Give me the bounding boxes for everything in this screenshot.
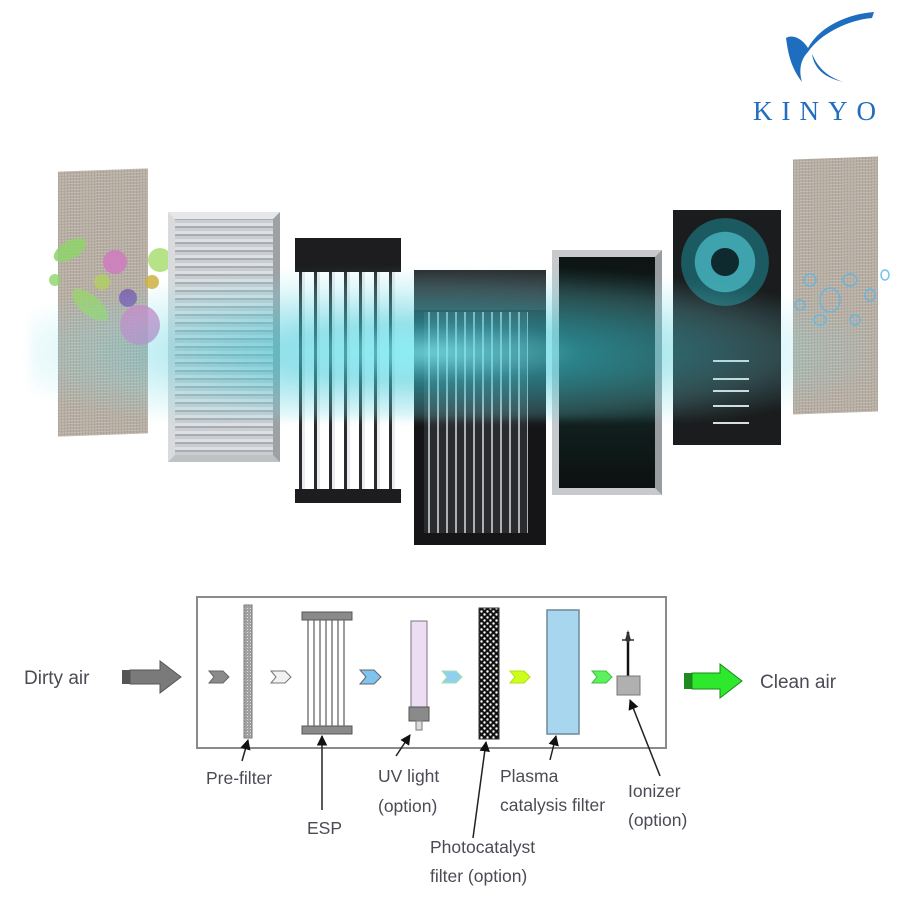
fan-icon (681, 218, 769, 306)
photocatalyst-panel (552, 250, 662, 495)
uv-light-label-line2: (option) (378, 796, 438, 816)
esp-shape (301, 611, 353, 735)
pre-filter-shape (243, 604, 253, 739)
chevron-5-icon (508, 670, 531, 684)
chevron-4-icon (440, 670, 463, 684)
chevron-2-icon (269, 670, 292, 684)
uv-lamp-module-panel (414, 270, 546, 545)
ionizer-shape (616, 630, 641, 696)
filter-stages-photo (0, 150, 899, 560)
ionizer-label-line1: Ionizer (628, 781, 681, 801)
uv-light-label-line1: UV light (378, 766, 440, 786)
plasma-label-line1: Plasma (500, 766, 559, 786)
uv-lamp-shape (408, 620, 430, 731)
metal-frame-filter-panel (168, 212, 280, 462)
photocatalyst-label-line2: filter (option) (430, 866, 528, 886)
esp-label: ESP (307, 818, 343, 838)
photocatalyst-label-line1: Photocatalyst (430, 837, 536, 857)
kinyo-logo: KINYO (748, 8, 890, 128)
ion-bubbles-icon (794, 269, 890, 326)
pre-filter-label: Pre-filter (206, 768, 273, 788)
photocatalyst-filter-shape (478, 607, 500, 740)
plasma-catalysis-filter-shape (546, 609, 580, 735)
ionizer-leader (628, 699, 661, 777)
plasma-leader (548, 734, 559, 761)
brand-name: KINYO (753, 96, 885, 126)
inlet-arrow-icon (122, 659, 182, 695)
fan-unit-panel (673, 210, 781, 445)
pre-filter-leader (240, 738, 251, 762)
dirty-air-label: Dirty air (24, 668, 90, 689)
plasma-label-line2: catalysis filter (500, 795, 606, 815)
clean-air-label: Clean air (760, 672, 837, 693)
purification-process-diagram: Dirty air Clean air Pre-filter ESP UV li… (0, 580, 899, 899)
chevron-6-icon (590, 670, 613, 684)
photocatalyst-leader (472, 740, 490, 839)
diagram-graphics (122, 596, 743, 839)
swallow-k-logo-icon (786, 12, 874, 82)
chevron-1-icon (207, 670, 230, 684)
uv-light-leader (395, 734, 411, 757)
chevron-3-icon (358, 669, 382, 685)
ionizer-label-line2: (option) (628, 810, 688, 830)
esp-module-panel (295, 238, 401, 503)
outlet-arrow-icon (684, 662, 743, 700)
